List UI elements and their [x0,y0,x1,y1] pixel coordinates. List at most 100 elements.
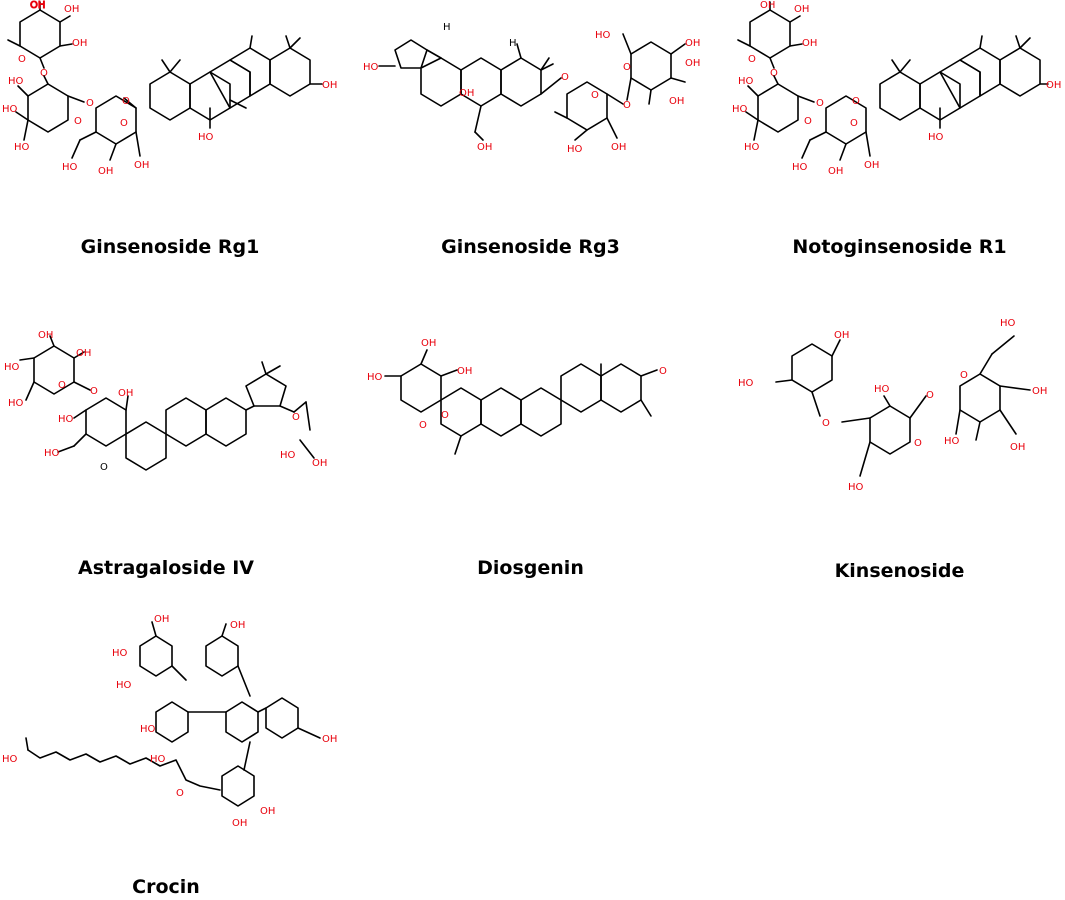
glycosidic-oxygen-label: O [926,390,934,401]
hydroxyl-label: HO [567,144,583,155]
hydroxyl-label: OH [260,806,275,817]
compound-panel-ginsenoside-rg3: HO H H OH OH O HO OH O O HO OH OH OH O G… [355,0,710,270]
hydroxyl-label: HO [2,104,18,115]
hydroxyl-label: HO [874,384,890,395]
ketone-oxygen-label: O [659,366,667,377]
hydroxyl-label: OH [1010,442,1025,453]
hydroxyl-label: OH [312,458,327,469]
hydroxyl-label: HO [1000,318,1016,329]
glycosidic-oxygen-label: O [561,72,569,83]
hydroxyl-label: OH [794,4,809,15]
hydroxyl-label: HO [14,142,30,153]
compound-panel-ginsenoside-rg1: OH OH OH O O HO HO HO O O HO OH OH O O O [0,0,340,270]
ring-oxygen-label: O [441,410,449,421]
structure-diosgenin: OH OH HO O O O [367,338,667,455]
hydroxyl-label: HO [8,76,24,87]
hydroxyl-label: HO [140,724,156,735]
ring-oxygen-label: O [804,116,812,127]
glycosidic-oxygen-label: O [40,68,48,79]
glycosidic-oxygen-label: O [122,96,130,107]
ring-oxygen-label: O [960,370,968,381]
compound-panel-crocin: HO O OH OH HO HO HO HO OH OH OH Crocin [0,600,340,900]
structure-notoginsenoside-r1: OH OH OH O O HO HO HO O O HO OH OH O O O… [732,0,1061,177]
hydroxyl-label: OH [1032,386,1047,397]
hydroxyl-label: OH [98,166,113,177]
hydroxyl-label: OH [154,614,169,625]
hydroxyl-label: OH [685,38,700,49]
ring-oxygen-label: O [18,54,26,65]
compound-panel-diosgenin: OH OH HO O O O Diosgenin [355,330,710,590]
hydroxyl-label: HO [280,450,296,461]
hydroxyl-label: OH [72,38,87,49]
carboxyl-label: HO [2,754,18,765]
carboxyl-label: HO [928,132,944,143]
hydroxyl-label: OH [76,348,91,359]
hydroxyl-label: OH [834,330,849,341]
methyl-group: O [100,462,108,473]
hydroxyl-label: HO [595,30,611,41]
hydroxyl-label: OH [232,818,247,829]
carboxyl-label: HO [44,448,60,459]
hydroxyl-label: HO [792,162,808,173]
hydroxyl-label: HO [367,372,383,383]
hydroxyl-label: OH [322,80,337,91]
hydroxyl-label: OH [134,160,149,171]
hydrogen-label: H [509,38,517,49]
hydroxyl-label: OH [230,620,245,631]
hydroxyl-label: OH [864,160,879,171]
hydroxyl-label: HO [738,378,754,389]
ester-oxygen-label: O [176,788,184,799]
hydroxyl-label: HO [944,436,960,447]
ring-oxygen-label: O [419,420,427,431]
hydroxyl-label: OH [38,330,53,341]
compound-name: Notoginsenoside R1 [792,236,1007,258]
compound-panel-notoginsenoside-r1: OH OH OH O O HO HO HO O O HO OH OH O O O… [730,0,1065,270]
ether-oxygen-label: O [822,418,830,429]
ring-oxygen-label: O [74,116,82,127]
glycosidic-oxygen-label: O [86,98,94,109]
ester-oxygen-label: O [292,412,300,423]
ring-oxygen-label: O [748,54,756,65]
hydroxyl-label: OH [322,734,337,745]
ring-oxygen-label: O [914,438,922,449]
structure-astragaloside-iv: OH OH HO HO O O HO OH HO O O HO OH [4,330,327,473]
structure-ginsenoside-rg3: HO H H OH OH O HO OH O O HO OH OH OH O [363,22,700,155]
hydroxyl-label: HO [8,398,24,409]
ring-oxygen-label: O [120,118,128,129]
hydroxyl-label: OH [118,388,133,399]
glycosidic-oxygen-label: O [770,68,778,79]
compound-panel-kinsenoside: OH HO O HO HO O O HO OH OH HO O Kinsenos… [730,310,1065,590]
hydroxyl-label: HO [744,142,760,153]
hydroxyl-label: HO [62,162,78,173]
structure-ginsenoside-rg1: OH OH OH O O HO HO HO O O HO OH OH O O O [2,0,337,177]
glycosidic-oxygen-label: O [90,386,98,397]
compound-name: Ginsenoside Rg3 [441,236,620,258]
hydroxyl-label: HO [112,648,128,659]
hydroxyl-label: HO [848,482,864,493]
hydroxyl-label: HO [4,362,20,373]
hydroxyl-label: OH [802,38,817,49]
carboxyl-label: HO [198,132,214,143]
ring-oxygen-label: O [623,62,631,73]
hydroxyl-label: HO [150,754,166,765]
compound-name: Diosgenin [477,557,584,579]
glycosidic-oxygen-label: O [816,98,824,109]
compound-name: Ginsenoside Rg1 [80,236,260,258]
structure-crocin: HO O OH OH HO HO HO HO OH OH OH [2,614,337,829]
ring-oxygen-label: O [58,380,66,391]
hydroxyl-label: OH [457,366,472,377]
compound-name: Astragaloside IV [78,557,254,579]
hydroxyl-label: OH [760,0,775,11]
hydroxyl-label: HO [738,76,754,87]
hydroxyl-label: OH [477,142,492,153]
hydroxyl-label: OH [64,4,79,15]
hydroxyl-label: OH [421,338,436,349]
structure-kinsenoside: OH HO O HO HO O O HO OH OH HO O [738,318,1047,493]
hydroxyl-label: OH [685,58,700,69]
compound-panel-astragaloside-iv: OH OH HO HO O O HO OH HO O O HO OH Astra… [0,330,340,590]
ring-oxygen-label: O [850,118,858,129]
glycosidic-oxygen-label: O [852,96,860,107]
hydroxyl-label: OH [459,88,474,99]
hydroxyl-label: OH [828,166,843,177]
hydroxyl-label: OH [611,142,626,153]
